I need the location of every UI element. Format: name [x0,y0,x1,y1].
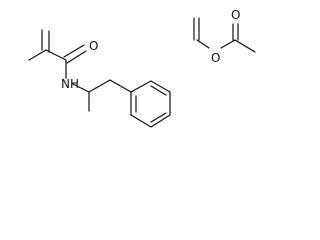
amide-carbonyl-double-bond-left [63,44,85,58]
methyl-to-alkene-carbon-bond [28,49,47,61]
benzyl-carbon-to-phenyl-bond [109,79,132,93]
amide-carbonyl-double-bond-right [66,50,87,64]
ester-oxygen-to-carbonyl-bond [220,39,236,49]
amide-nitrogen-label: NH [61,77,79,91]
alpha-carbon-to-benzyl-carbon-bond [88,79,111,93]
chemical-structure-canvas: O NH O O [28,8,256,128]
amide-oxygen-label: O [89,39,98,53]
vinyl-acetate: O O [193,8,256,65]
phenyl-ring [130,80,171,128]
acetate-ester-oxygen-label: O [211,51,220,65]
n-1-phenylpropan-2-yl-methacrylamide: O NH [28,29,171,128]
carbonyl-to-methyl-bond [234,39,256,53]
phenyl-inner-double-bond-bottom [150,112,167,123]
nitrogen-to-alpha-carbon-bond [72,83,90,93]
alkene-to-carbonyl-bond [45,49,67,61]
acetate-carbonyl-oxygen-label: O [231,8,240,22]
phenyl-inner-double-bond-top [150,85,167,96]
vinyl-carbon-to-ester-oxygen-bond [196,39,210,49]
